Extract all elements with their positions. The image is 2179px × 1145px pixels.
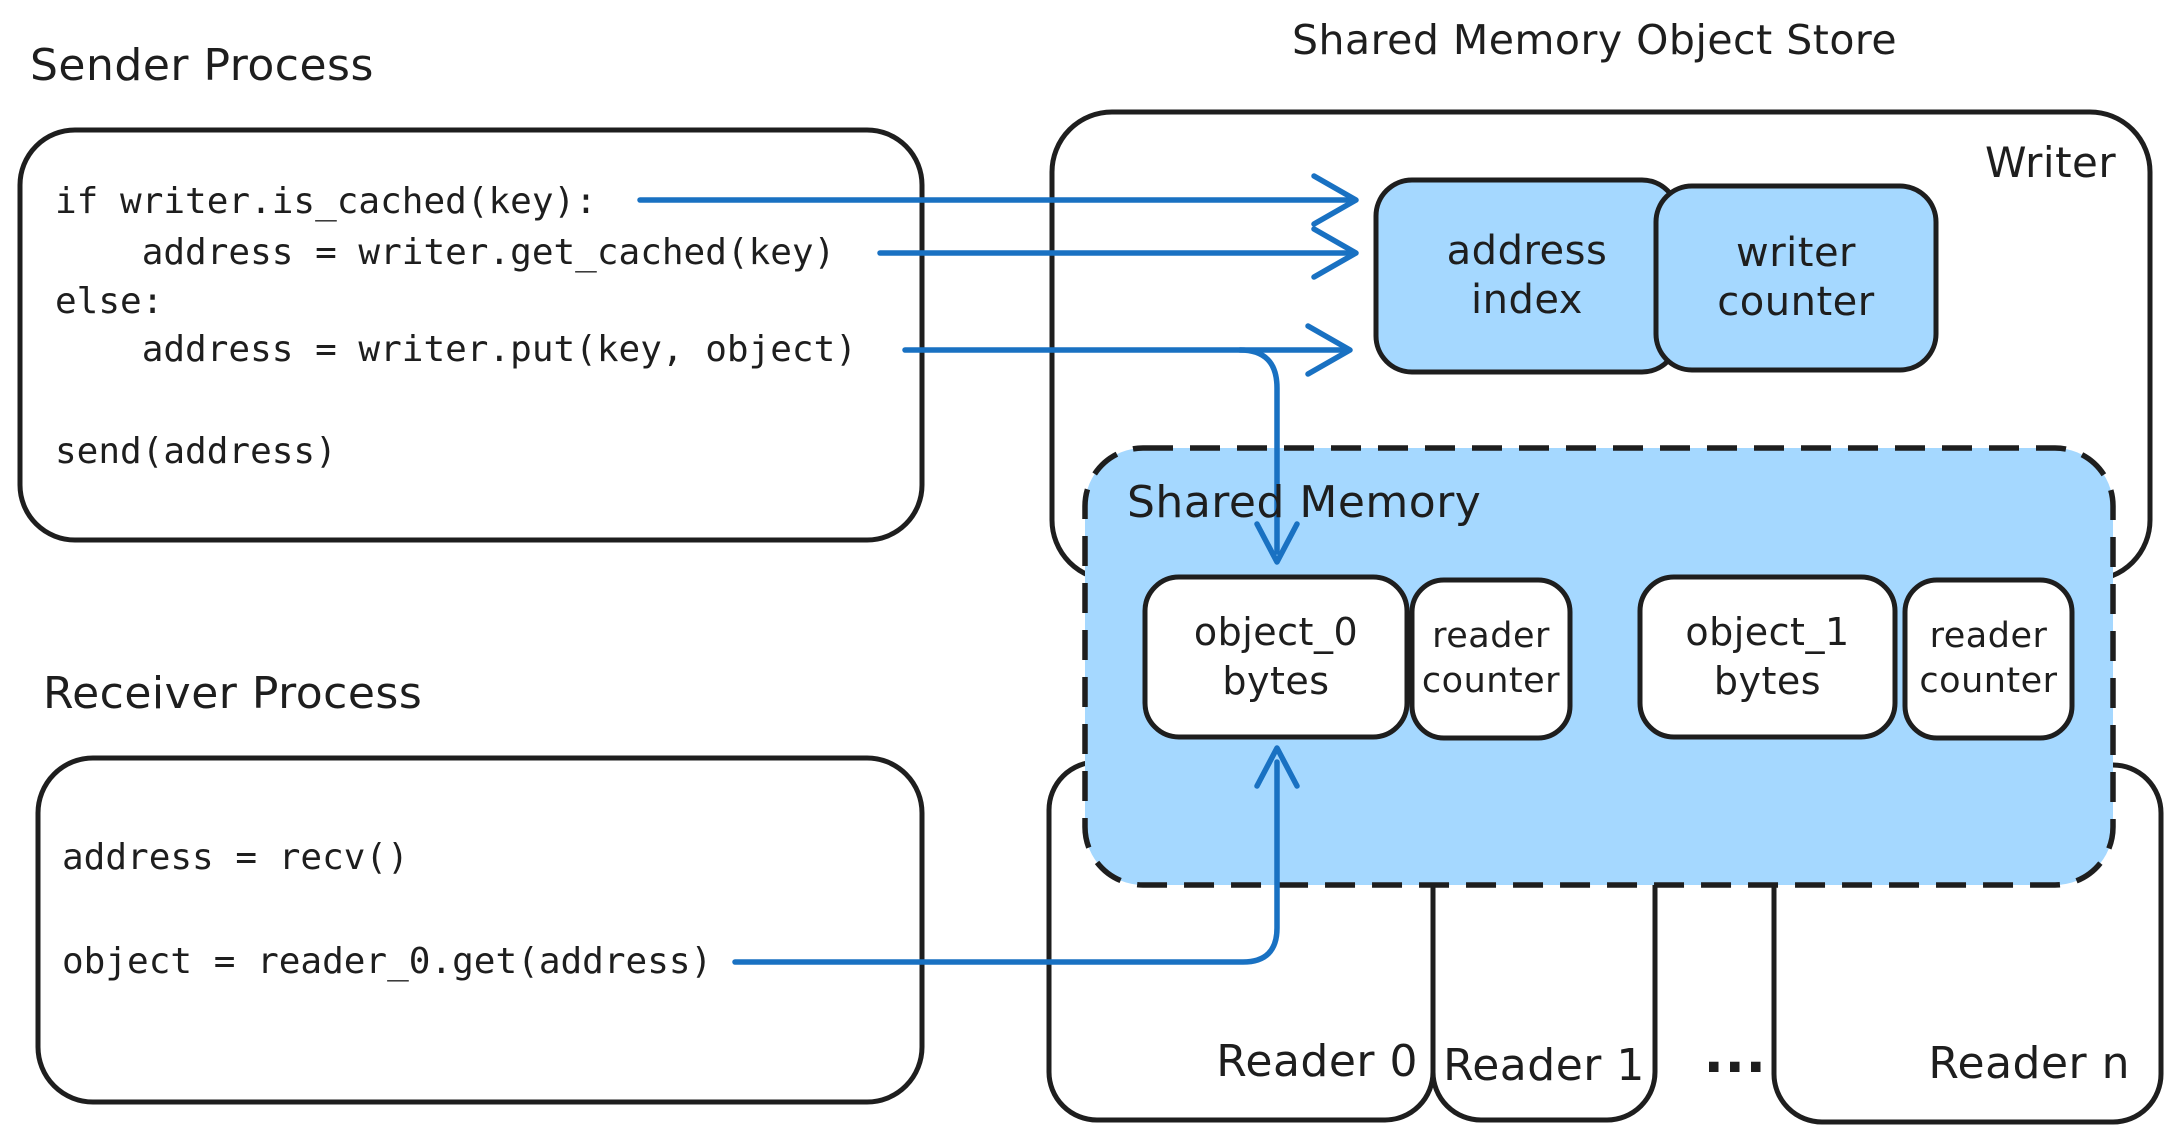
- arrow-put-head: [1305, 323, 1353, 377]
- sender-code-line-5: send(address): [55, 431, 337, 472]
- sender-code-line-4: address = writer.put(key, object): [55, 329, 857, 370]
- object-0-line2: bytes: [1222, 659, 1330, 703]
- reader-counter-1-line1: reader: [1929, 615, 2048, 656]
- arrow-reader-get: [732, 759, 1280, 965]
- reader-counter-1-line2: counter: [1919, 661, 2058, 701]
- writer-counter-line2: counter: [1717, 279, 1875, 325]
- receiver-code-line-1: address = recv(): [62, 837, 409, 878]
- sender-code-line-2: address = writer.get_cached(key): [55, 232, 836, 273]
- reader-counter-1-box: [1902, 577, 2075, 741]
- arrow-put-branch-down: [1237, 347, 1280, 555]
- sender-code-line-1: if writer.is_cached(key):: [55, 181, 597, 222]
- sender-process-label: Sender Process: [30, 40, 374, 91]
- reader-counter-0-box: [1409, 577, 1573, 741]
- writer-counter-box: [1653, 183, 1939, 373]
- writer-label: Writer: [1985, 138, 2117, 187]
- reader-counter-0-line1: reader: [1432, 615, 1550, 656]
- object-0-line1: object_0: [1193, 609, 1359, 654]
- reader-counter-1-label: reader counter: [1905, 580, 2072, 738]
- sender-process-box: [17, 127, 925, 543]
- object-1-box: [1637, 574, 1898, 740]
- arrow-put-branch-head: [1254, 521, 1300, 565]
- object-1-line1: object_1: [1685, 609, 1850, 654]
- receiver-process-box: [35, 755, 925, 1105]
- shared-memory-label: Shared Memory: [1127, 477, 1482, 528]
- reader-1-label: Reader 1: [1443, 1040, 1645, 1091]
- sender-code-line-3: else:: [55, 281, 164, 322]
- address-index-line2: index: [1471, 277, 1583, 323]
- arrow-get-cached-head: [1311, 226, 1359, 280]
- arrow-is-cached-head: [1311, 173, 1359, 227]
- object-0-box: [1142, 574, 1410, 740]
- address-index-label: address index: [1376, 180, 1678, 372]
- arrow-reader-get-head: [1254, 745, 1300, 789]
- reader-counter-0-label: reader counter: [1412, 580, 1570, 738]
- reader-counter-0-line2: counter: [1421, 661, 1561, 701]
- shared-memory-box: [1082, 445, 2116, 888]
- object-1-label: object_1 bytes: [1640, 577, 1895, 737]
- diagram-title: Shared Memory Object Store: [1292, 16, 1898, 64]
- address-index-line1: address: [1446, 228, 1608, 275]
- writer-counter-line1: writer: [1735, 230, 1856, 277]
- writer-counter-label: writer counter: [1656, 186, 1936, 370]
- object-0-label: object_0 bytes: [1145, 577, 1407, 737]
- receiver-code-line-2: object = reader_0.get(address): [62, 941, 713, 982]
- reader-0-label: Reader 0: [1216, 1036, 1418, 1087]
- readers-ellipsis: ...: [1703, 1022, 1767, 1085]
- reader-n-label: Reader n: [1928, 1038, 2130, 1089]
- object-1-line2: bytes: [1713, 659, 1822, 703]
- receiver-process-label: Receiver Process: [43, 668, 423, 719]
